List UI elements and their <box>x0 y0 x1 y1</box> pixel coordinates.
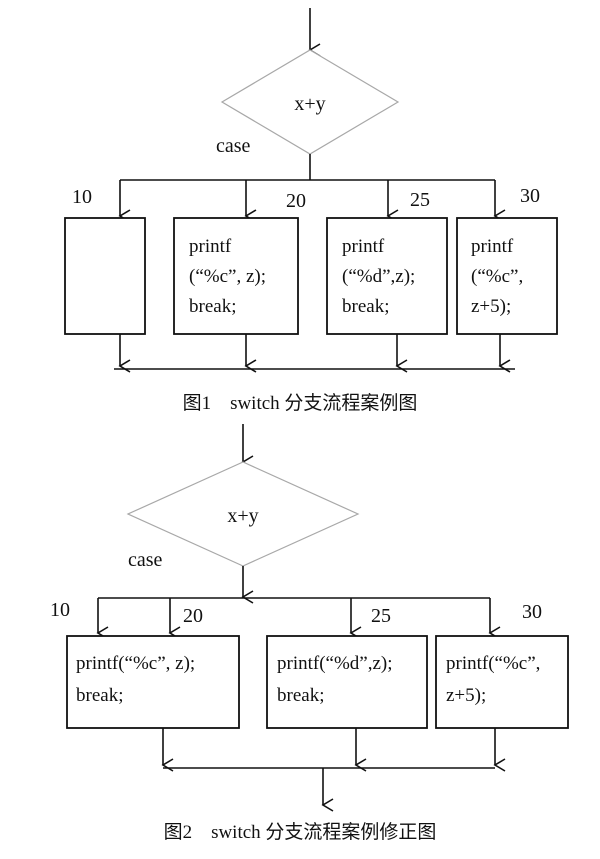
case-30-box <box>435 635 569 729</box>
case-label: case <box>128 549 163 571</box>
figure-1-caption: 图1 switch 分支流程案例图 <box>183 392 418 414</box>
case-label: case <box>216 135 251 157</box>
decision-label: x+y <box>294 93 325 115</box>
code-line: printf(“%c”, <box>446 653 540 674</box>
case-10-box <box>64 217 146 335</box>
code-line: z+5); <box>446 685 486 706</box>
figure-1-flowchart: x+y case 10 20 25 30 printf (“%c”, z); b… <box>64 8 558 414</box>
figure-2-flowchart: x+y case 10 20 25 30 printf(“%c”, z); br… <box>50 424 569 843</box>
code-line: (“%c”, <box>471 266 523 287</box>
code-line: break; <box>277 685 324 706</box>
figure-2-caption: 图2 switch 分支流程案例修正图 <box>164 821 437 843</box>
code-line: printf(“%d”,z); <box>277 653 393 674</box>
code-line: printf(“%c”, z); <box>76 653 195 674</box>
code-line: (“%c”, z); <box>189 266 266 287</box>
code-line: break; <box>76 685 123 706</box>
code-line: z+5); <box>471 296 511 317</box>
code-line: printf <box>342 236 385 257</box>
case-value-10: 10 <box>50 599 70 621</box>
case-30-box <box>456 217 558 335</box>
code-line: printf <box>471 236 514 257</box>
case-25-box <box>326 217 448 335</box>
code-line: (“%d”,z); <box>342 266 415 287</box>
code-line: break; <box>189 296 236 317</box>
case-value-20: 20 <box>286 190 306 212</box>
case-25-box <box>266 635 428 729</box>
case-value-30: 30 <box>520 185 540 207</box>
code-line: break; <box>342 296 389 317</box>
case-value-10: 10 <box>72 186 92 208</box>
decision-label: x+y <box>227 505 258 527</box>
code-line: printf <box>189 236 232 257</box>
case-value-25: 25 <box>371 605 391 627</box>
case-value-20: 20 <box>183 605 203 627</box>
case-value-30: 30 <box>522 601 542 623</box>
case-value-25: 25 <box>410 189 430 211</box>
case-20-box <box>173 217 299 335</box>
case-10-20-box <box>66 635 240 729</box>
